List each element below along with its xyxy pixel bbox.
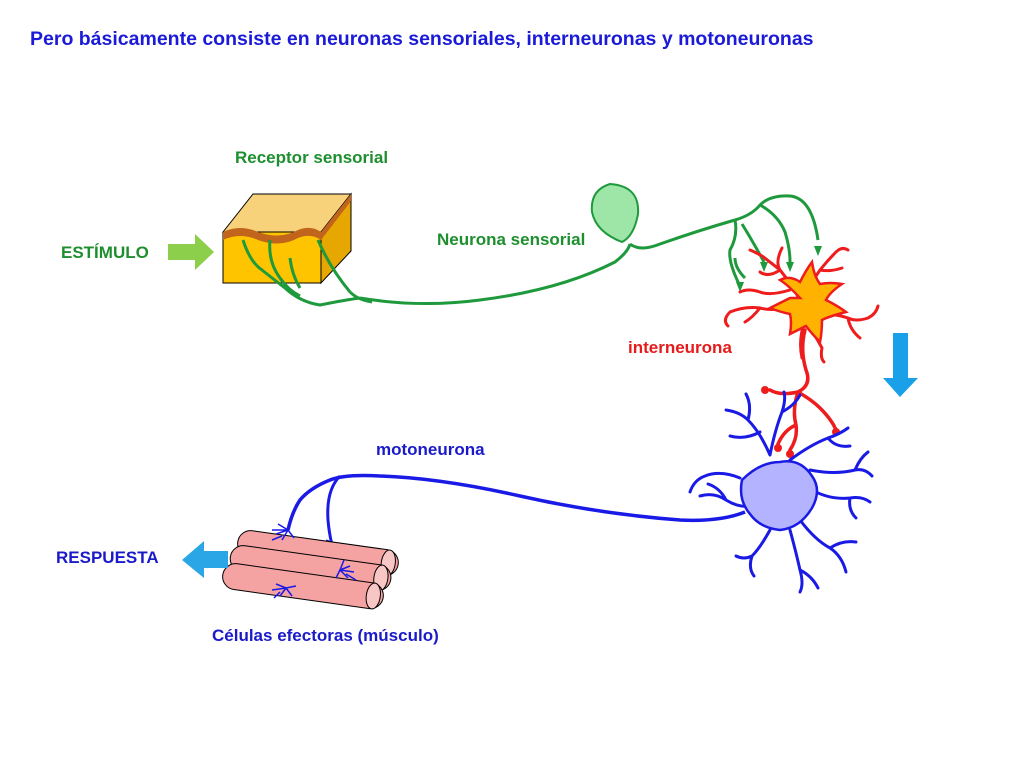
- interneuron-label: interneurona: [628, 338, 732, 357]
- receptor-label: Receptor sensorial: [235, 148, 389, 167]
- motoneuron-label: motoneurona: [376, 440, 485, 459]
- effectors-label: Células efectoras (músculo): [212, 626, 439, 645]
- down-arrow-icon: [883, 333, 918, 397]
- stimulus-label: ESTÍMULO: [61, 243, 149, 262]
- muscle-cells: [222, 523, 399, 610]
- response-label: RESPUESTA: [56, 548, 159, 567]
- sensory-receptor: [221, 192, 353, 298]
- motor-end-plates: [271, 523, 357, 599]
- stimulus-arrow-icon: [168, 234, 214, 270]
- response-arrow-icon: [182, 541, 228, 578]
- interneuron: [723, 246, 880, 458]
- motoneuron: [285, 390, 874, 594]
- page-title: Pero básicamente consiste en neuronas se…: [30, 28, 814, 50]
- sensory-neuron: [283, 182, 822, 307]
- sensory-neuron-label: Neurona sensorial: [437, 230, 586, 249]
